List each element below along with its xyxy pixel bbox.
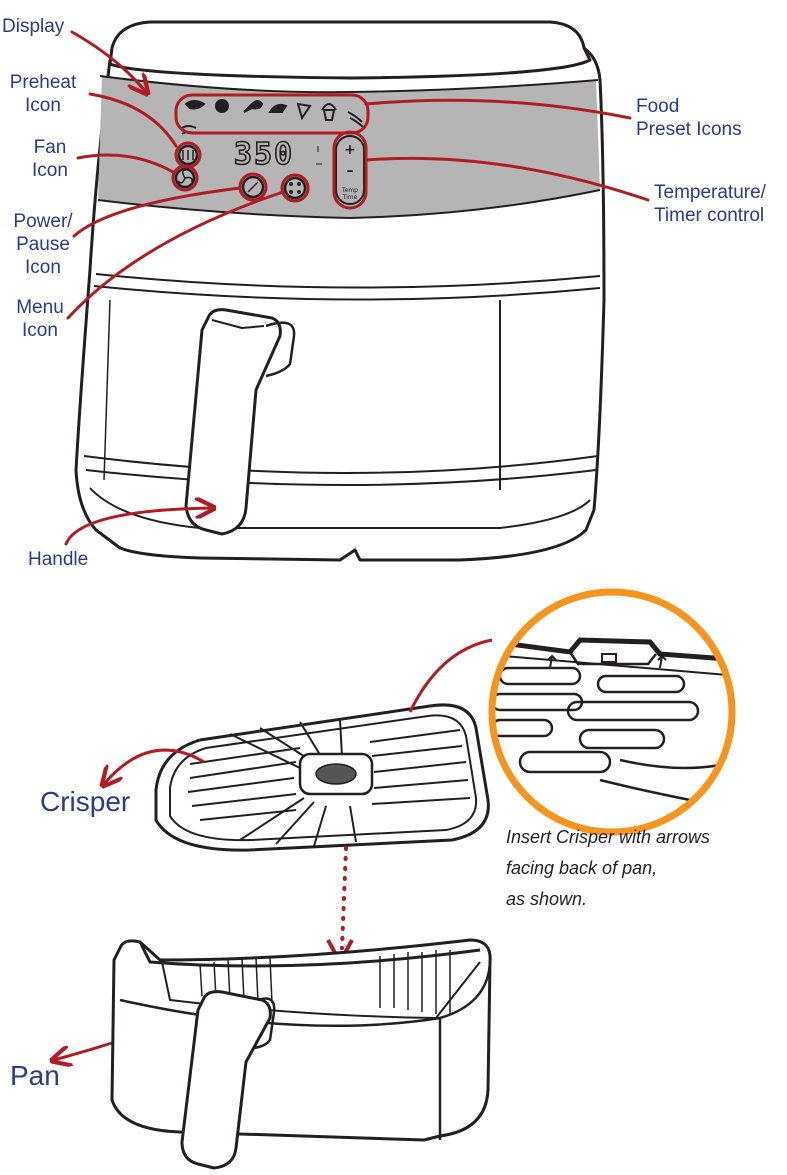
panel-highlights — [171, 93, 370, 210]
temperature-timer-control-label: Temperature/ Timer control — [654, 181, 766, 227]
drumstick-icon — [243, 100, 264, 113]
temp-label-line-2: Timer control — [654, 205, 765, 226]
menu-icon-label: Menu Icon — [4, 296, 76, 342]
menu-label-line-2: Icon — [22, 320, 58, 341]
fish-icon — [268, 103, 288, 113]
magnifier-connector — [408, 638, 493, 713]
note-line-3: as shown. — [506, 889, 588, 909]
crisper-label: Crisper — [40, 786, 131, 817]
shrimp-icon — [184, 100, 206, 110]
menu-callout — [66, 190, 285, 320]
handle-label: Handle — [28, 549, 89, 570]
steak-icon — [215, 99, 229, 113]
display-label: Display — [2, 16, 65, 37]
menu-icon — [283, 176, 307, 200]
preheat-label-line-2: Icon — [25, 95, 61, 116]
muffin-icon — [321, 103, 337, 121]
power-label-line-3: Icon — [25, 257, 61, 278]
menu-label-line-1: Menu — [16, 297, 64, 318]
crisper-slots — [187, 719, 471, 847]
pan-ribs — [199, 950, 451, 1014]
note-line-2: facing back of pan, — [506, 858, 658, 878]
callout-lines — [64, 30, 650, 546]
food-preset-highlight — [174, 93, 370, 135]
fan-label-line-2: Icon — [32, 160, 68, 181]
magnifier-detail — [488, 588, 736, 836]
preheat-icon-label: Preheat Icon — [4, 71, 82, 117]
note-line-1: Insert Crisper with arrows — [506, 827, 711, 847]
crisper-callout — [104, 748, 205, 784]
food-callout — [364, 98, 632, 120]
fan-callout — [76, 153, 175, 174]
crisper-plate — [154, 703, 490, 852]
food-preset-icons-label: Food Preset Icons — [636, 95, 742, 141]
power-pause-icon — [241, 175, 265, 199]
handle — [184, 308, 282, 536]
minus-button[interactable]: – — [347, 163, 354, 179]
power-label-line-2: Pause — [16, 234, 70, 255]
temp-label: Temp — [341, 187, 358, 194]
fan-icon — [174, 167, 196, 189]
food-label-line-1: Food — [636, 96, 680, 117]
power-pause-icon-label: Power/ Pause Icon — [4, 210, 82, 279]
magnifier-ring — [488, 588, 736, 836]
pan-label: Pan — [10, 1060, 60, 1091]
display-readout: 350 — [234, 137, 294, 172]
preheat-label-line-1: Preheat — [9, 72, 77, 93]
handle-callout — [64, 508, 212, 546]
preheat-icon — [177, 144, 199, 166]
fan-label-line-1: Fan — [33, 137, 67, 158]
power-callout — [72, 186, 242, 238]
pan-basket — [110, 938, 492, 1170]
pizza-icon — [296, 102, 312, 121]
insert-crisper-note: Insert Crisper with arrows facing back o… — [506, 822, 710, 915]
temp-time-control — [335, 135, 365, 205]
lid — [108, 20, 592, 80]
pan-handle — [180, 990, 272, 1170]
food-preset-icons — [181, 99, 365, 135]
panel-elements — [174, 99, 365, 205]
food-label-line-2: Preset Icons — [636, 119, 742, 140]
body-shell — [74, 46, 606, 562]
drop-arrow — [326, 846, 354, 964]
fan-icon-label: Fan Icon — [24, 136, 76, 182]
preheat-callout — [88, 92, 178, 148]
temp-label-line-1: Temperature/ — [654, 182, 766, 203]
plus-button[interactable]: + — [344, 142, 356, 158]
time-label: Time — [342, 194, 358, 201]
power-label-line-1: Power/ — [13, 211, 73, 232]
temp-callout — [364, 156, 650, 202]
display-callout — [70, 30, 146, 92]
